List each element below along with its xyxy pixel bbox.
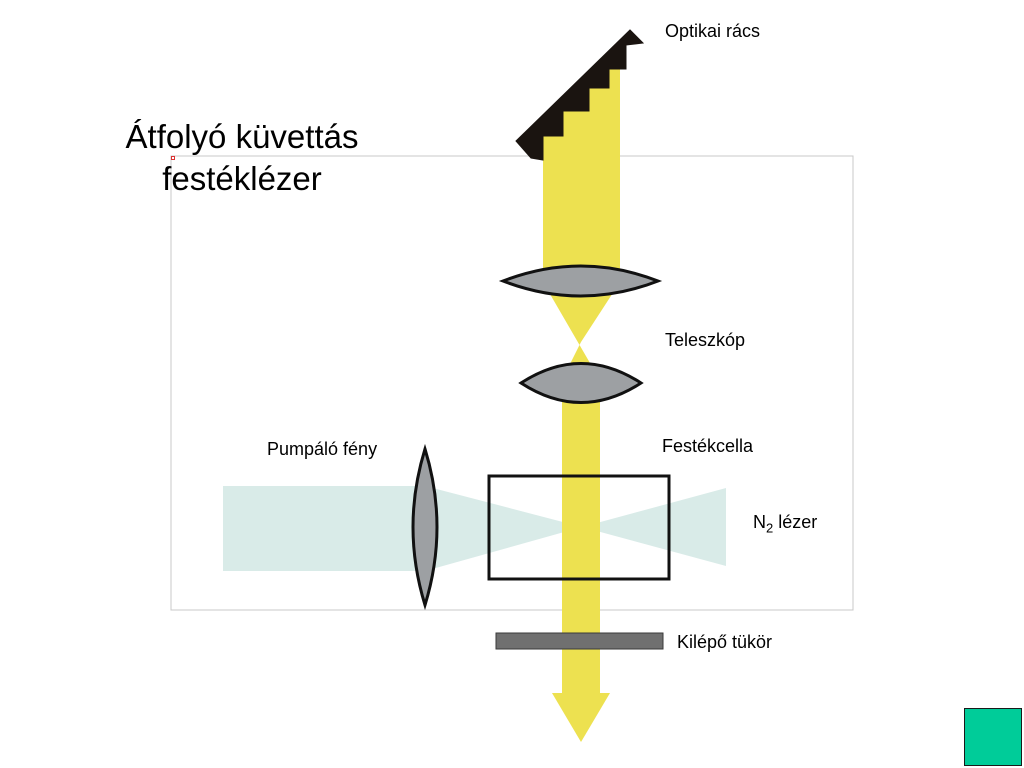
- optical-grating: [515, 29, 645, 161]
- image-frame: [170, 155, 854, 611]
- output-mirror: [495, 632, 664, 650]
- n2-suffix: lézer: [773, 512, 818, 532]
- telescope-lens-lower: [518, 362, 644, 404]
- telescope-lens-upper: [498, 264, 663, 298]
- label-dye-cell: Festékcella: [662, 436, 754, 456]
- label-pump-light: Pumpáló fény: [267, 439, 378, 459]
- n2-laser-beam: [582, 488, 726, 566]
- laser-beam-focus: [543, 282, 620, 382]
- page-title: Átfolyó küvettás festéklézer: [100, 116, 384, 200]
- pump-beam: [223, 486, 425, 571]
- title-line-2: festéklézer: [162, 160, 322, 197]
- laser-beam-lower: [562, 384, 600, 694]
- label-output-mirror: Kilépő tükör: [677, 632, 773, 652]
- label-telescope: Teleszkóp: [665, 330, 746, 350]
- n2-subscript: 2: [766, 520, 774, 536]
- output-arrow: [552, 693, 610, 742]
- label-n2-laser: N2 lézer: [753, 512, 817, 536]
- n2-prefix: N: [753, 512, 766, 532]
- title-line-1: Átfolyó küvettás: [125, 118, 359, 155]
- corner-accent-box: [964, 708, 1022, 766]
- label-optical-grating: Optikai rács: [665, 21, 761, 41]
- pump-beam-focus: [425, 486, 582, 571]
- dye-cell: [487, 474, 671, 581]
- pump-lens: [411, 443, 439, 611]
- frame-corner-mark: [171, 156, 175, 160]
